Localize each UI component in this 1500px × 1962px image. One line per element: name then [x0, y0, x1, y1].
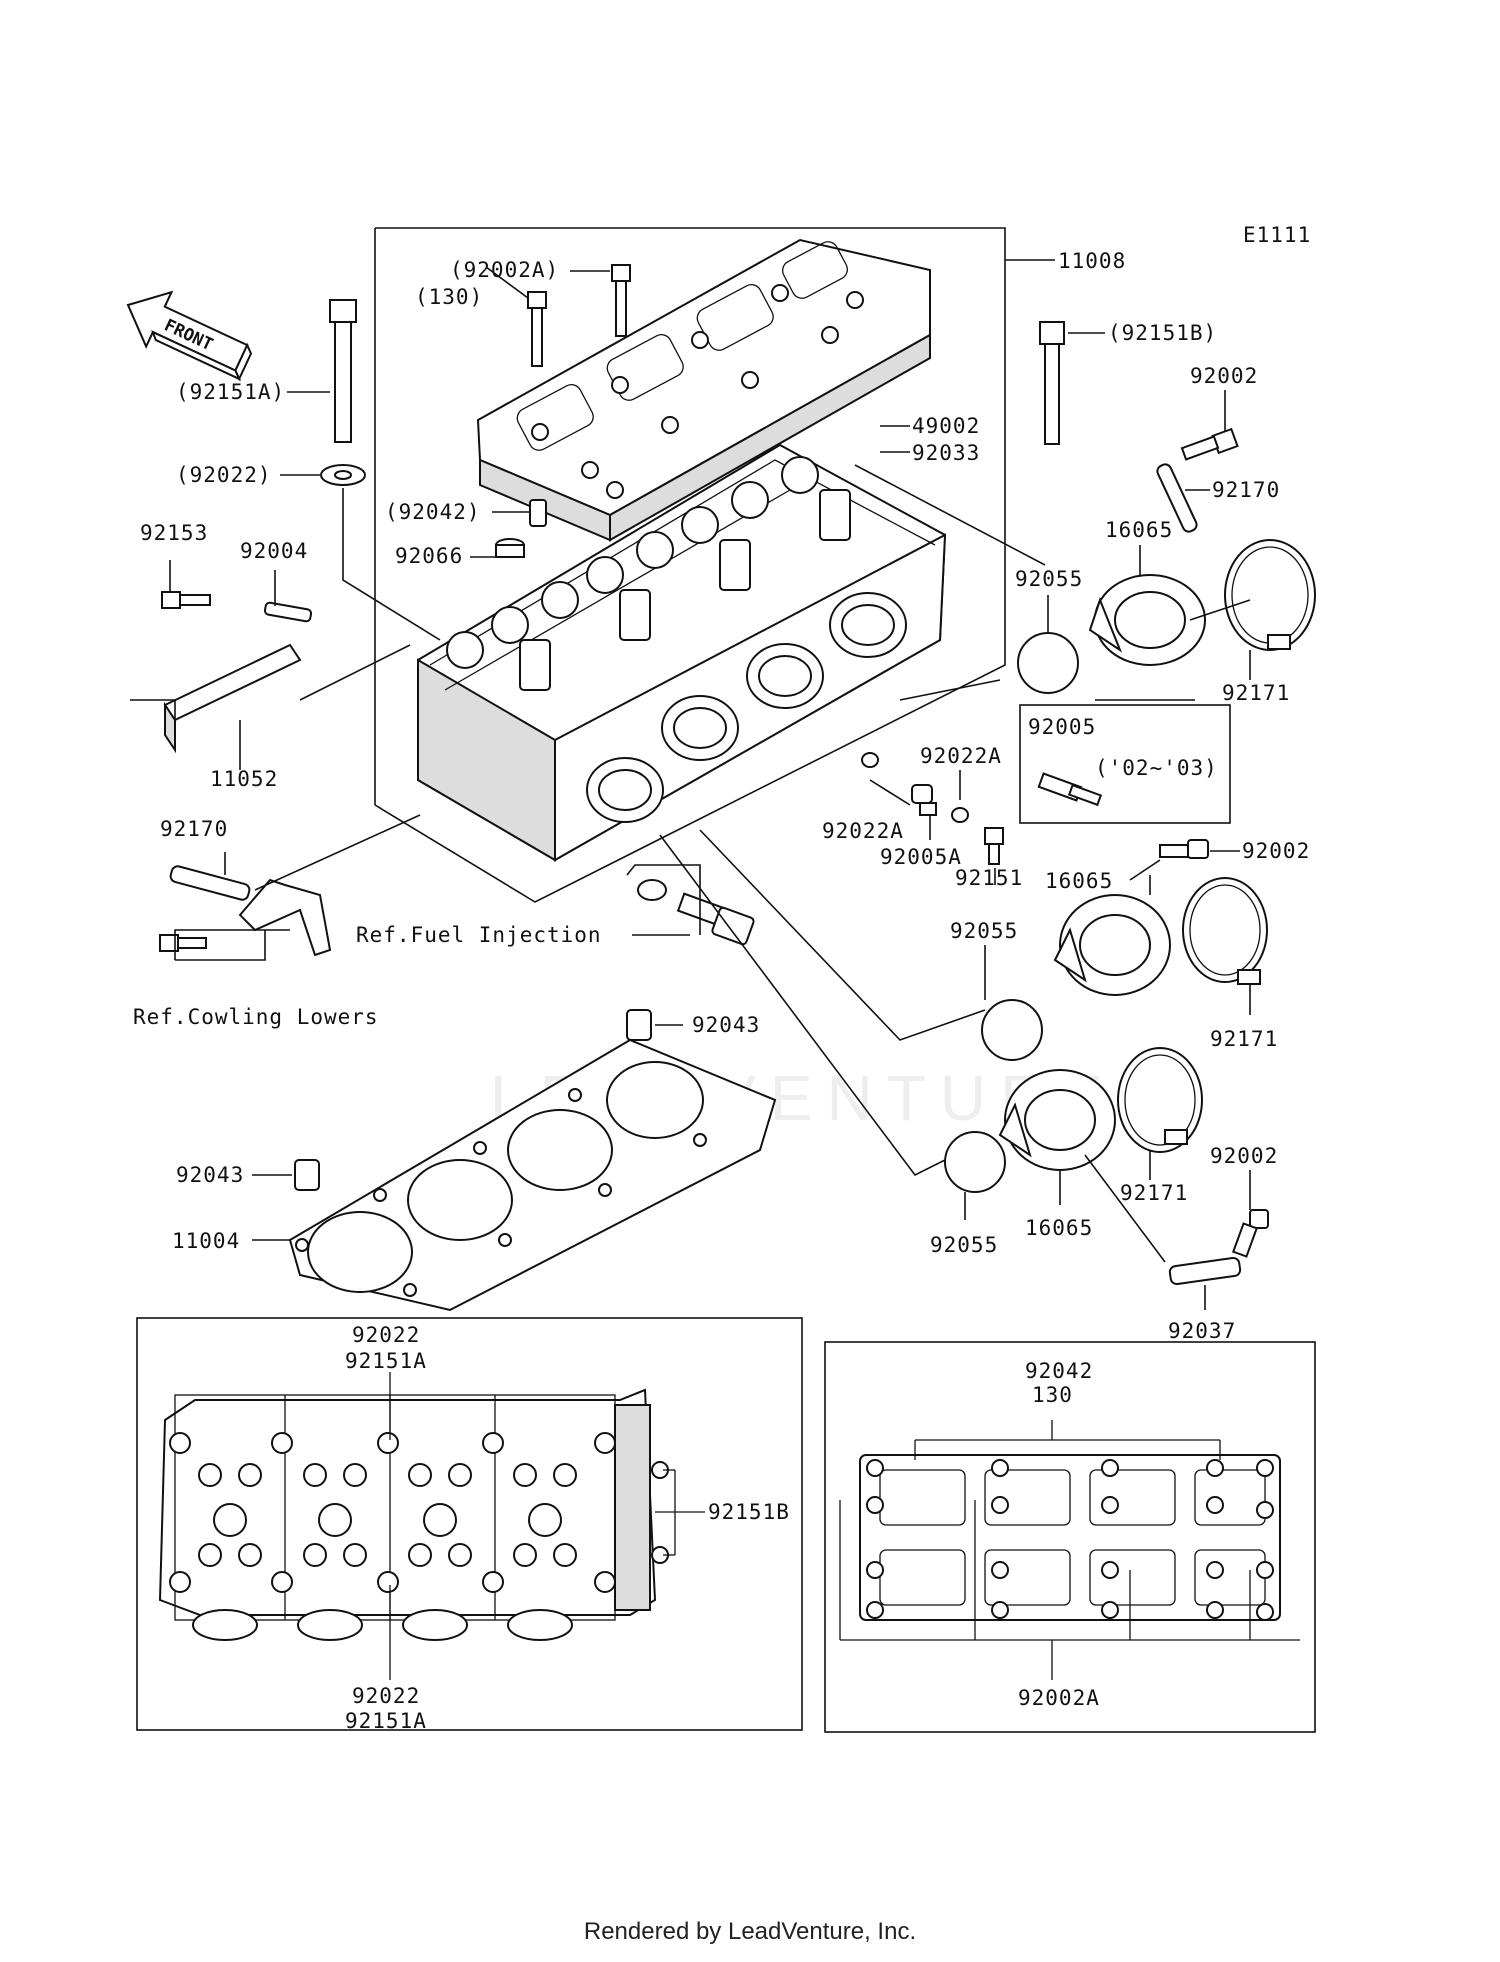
head-gasket: [288, 1038, 777, 1312]
callout-49002: 49002: [912, 414, 980, 438]
washer-92022: [320, 464, 366, 486]
dowel-92043-a: [626, 1009, 652, 1041]
callout-ref-cowling-lowers: Ref.Cowling Lowers: [133, 1005, 379, 1029]
oil-seal-92066: [495, 538, 525, 558]
callout-92005a: 92005A: [880, 845, 962, 869]
callout-92042-paren: (92042): [385, 500, 481, 524]
callout-92005: 92005: [1028, 715, 1096, 739]
callout-92022a-left: 92022A: [822, 819, 904, 843]
bolt-92151b: [1039, 321, 1065, 445]
head-group-frame: [374, 227, 1055, 903]
inset-box-92005: [1019, 704, 1231, 824]
plan-view-cam-cap: [824, 1341, 1316, 1733]
callout-16065-mid: 16065: [1045, 869, 1113, 893]
cylinder-head: [417, 443, 947, 862]
bolt-92153: [161, 591, 211, 609]
callout-92043-top: 92043: [692, 1013, 760, 1037]
footer-credit: Rendered by LeadVenture, Inc.: [583, 1918, 917, 1945]
plate-92170-left: [169, 865, 251, 901]
bolt-92151: [984, 827, 1004, 865]
callout-11004: 11004: [172, 1229, 240, 1253]
callout-plan-92151a-bottom: 92151A: [345, 1709, 427, 1733]
callout-16065-low: 16065: [1025, 1216, 1093, 1240]
callout-cam-92042: 92042: [1025, 1359, 1093, 1383]
dowel-92042: [529, 499, 547, 527]
callout-92153: 92153: [140, 521, 208, 545]
screw-92002-b: [1159, 839, 1209, 859]
oring-92055-c: [944, 1131, 1006, 1193]
callout-92170-left: 92170: [160, 817, 228, 841]
callout-92002-low: 92002: [1210, 1144, 1278, 1168]
bolt-92151a: [329, 299, 357, 443]
plate-92037: [1168, 1256, 1242, 1286]
callout-11052: 11052: [210, 767, 278, 791]
bolt-92002a: [611, 264, 631, 337]
callout-cam-130: 130: [1032, 1383, 1073, 1407]
callout-92171-top: 92171: [1222, 681, 1290, 705]
callout-16065-top: 16065: [1105, 518, 1173, 542]
callout-92055-mid: 92055: [950, 919, 1018, 943]
callout-92002-top: 92002: [1190, 364, 1258, 388]
oring-92055-b: [981, 999, 1043, 1061]
screw-92002-c: [1232, 1209, 1269, 1258]
callout-plan-92022-bottom: 92022: [352, 1684, 420, 1708]
callout-92066: 92066: [395, 544, 463, 568]
callout-plan-92151a-top: 92151A: [345, 1349, 427, 1373]
clamp-92171-c: [1117, 1047, 1203, 1153]
callout-92002-mid: 92002: [1242, 839, 1310, 863]
callout-130-paren: (130): [415, 285, 483, 309]
callout-92171-low: 92171: [1120, 1181, 1188, 1205]
bolt-130: [527, 291, 547, 367]
holder-16065-b: [1053, 894, 1171, 996]
callout-92170-right: 92170: [1212, 478, 1280, 502]
callout-92033: 92033: [912, 441, 980, 465]
diagram-code: E1111: [1243, 223, 1311, 247]
washer-92022a: [861, 752, 969, 823]
callout-labels: 11008 (92002A) (130) (92151A) (92151B) 9…: [133, 249, 1310, 1733]
plan-view-frame: [136, 1317, 803, 1731]
callout-92022-paren: (92022): [176, 463, 272, 487]
holder-16065-c: [998, 1069, 1116, 1171]
oring-92055-a: [1017, 632, 1079, 694]
stud-92004: [263, 601, 313, 623]
callout-92022a-right: 92022A: [920, 744, 1002, 768]
callout-92002a-paren: (92002A): [450, 258, 559, 282]
plan-view-head: [136, 1317, 803, 1731]
holder-16065-a: [1088, 574, 1206, 666]
clamp-92171-a: [1224, 539, 1316, 651]
callout-plan-92022-top: 92022: [352, 1323, 420, 1347]
callout-92055-low: 92055: [930, 1233, 998, 1257]
callout-92151: 92151: [955, 866, 1023, 890]
callout-ref-fuel-injection: Ref.Fuel Injection: [356, 923, 602, 947]
callout-model-years: ('02~'03): [1095, 756, 1218, 780]
sensor-92005: [1037, 772, 1103, 807]
bracket-11052: [163, 643, 302, 754]
dowel-92043-b: [294, 1159, 320, 1191]
callout-11008: 11008: [1058, 249, 1126, 273]
callout-92043-left: 92043: [176, 1163, 244, 1187]
callout-92037: 92037: [1168, 1319, 1236, 1343]
leader-lines: [130, 266, 1251, 1310]
callout-92151a-paren: (92151A): [176, 380, 285, 404]
callout-92151b-paren: (92151B): [1108, 321, 1217, 345]
callout-cam-92002a: 92002A: [1018, 1686, 1100, 1710]
cam-cap-frame: [824, 1341, 1316, 1733]
callout-92004: 92004: [240, 539, 308, 563]
callout-92171-mid: 92171: [1210, 1027, 1278, 1051]
screw-92002-a: [1180, 427, 1239, 461]
front-arrow-icon: FRONT: [126, 290, 253, 382]
clamp-92171-b: [1182, 877, 1268, 985]
plate-92170-right: [1156, 463, 1198, 533]
callout-plan-92151b: 92151B: [708, 1500, 790, 1524]
bolt-92005a: [911, 784, 937, 816]
callout-92055-top: 92055: [1015, 567, 1083, 591]
